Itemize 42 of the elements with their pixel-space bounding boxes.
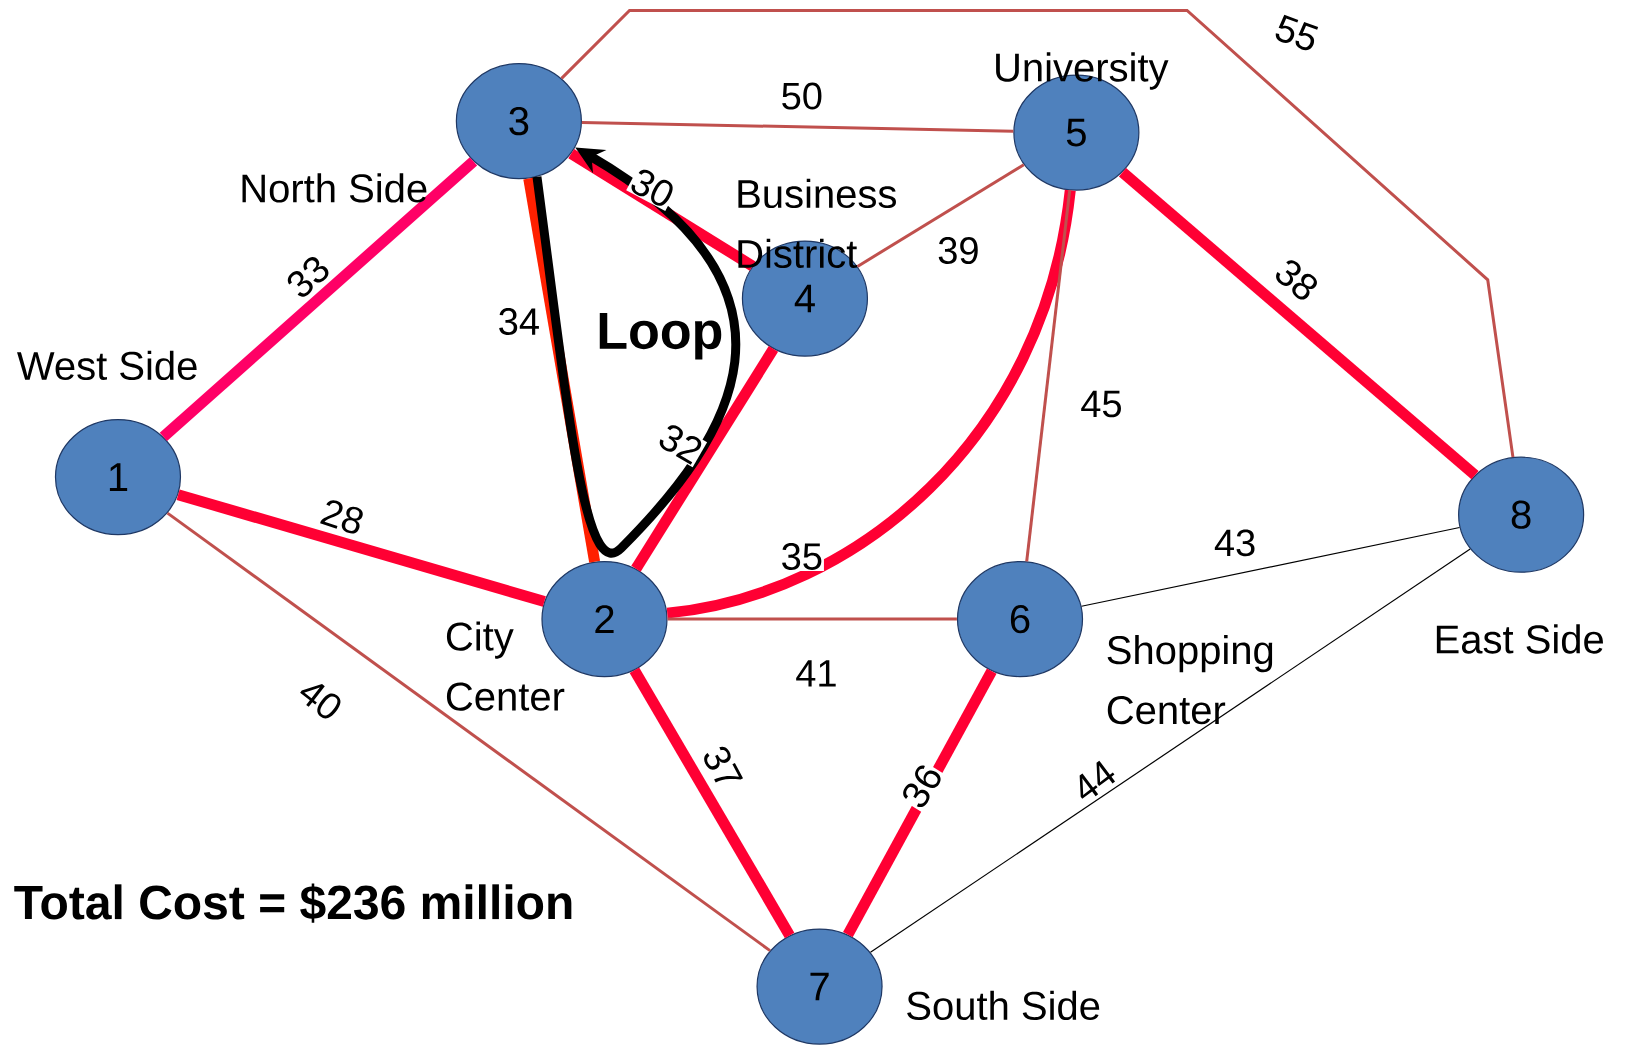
edge-label: 32 xyxy=(654,420,708,468)
edge-label: 37 xyxy=(699,741,746,794)
edge-label: 43 xyxy=(1212,528,1258,558)
edge-label: 30 xyxy=(626,164,679,212)
place-label: South Side xyxy=(907,990,1100,1021)
connector xyxy=(1080,526,1461,607)
edge-label: 33 xyxy=(281,251,335,303)
edge-label: 39 xyxy=(936,236,981,265)
connector xyxy=(532,147,740,557)
edge-label: Loop xyxy=(595,311,725,361)
edge-label: 38 xyxy=(1270,254,1323,306)
place-label: East Side xyxy=(1436,624,1603,654)
connector xyxy=(1025,190,1072,562)
edge-label: 44 xyxy=(1068,756,1121,806)
edge-label: 41 xyxy=(794,659,839,688)
edge-label: 28 xyxy=(316,496,368,538)
connector xyxy=(843,668,997,938)
edge-label: 35 xyxy=(779,542,824,571)
edge-label: 50 xyxy=(779,81,824,111)
connector xyxy=(667,617,957,621)
connector xyxy=(581,120,1014,133)
edge-label: 40 xyxy=(294,674,347,725)
total-cost-text: Total Cost = $236 million xyxy=(14,883,572,923)
place-label: North Side xyxy=(242,173,427,203)
connector xyxy=(166,511,771,952)
connector xyxy=(523,177,601,563)
connector xyxy=(631,346,779,572)
edge-label: 34 xyxy=(496,307,541,336)
edge-label: 36 xyxy=(897,759,946,813)
edge-label: 45 xyxy=(1079,389,1124,419)
place-label: Shopping Center xyxy=(1107,634,1273,725)
connector xyxy=(1118,168,1479,480)
connector xyxy=(560,8,1515,458)
connector xyxy=(629,667,795,939)
connector xyxy=(568,148,756,271)
place-label: West Side xyxy=(17,350,197,381)
connector xyxy=(856,163,1025,268)
connector xyxy=(666,189,1076,619)
connector xyxy=(176,489,546,607)
edge-label: 55 xyxy=(1271,12,1323,55)
connector xyxy=(159,157,478,441)
connector xyxy=(869,548,1471,953)
